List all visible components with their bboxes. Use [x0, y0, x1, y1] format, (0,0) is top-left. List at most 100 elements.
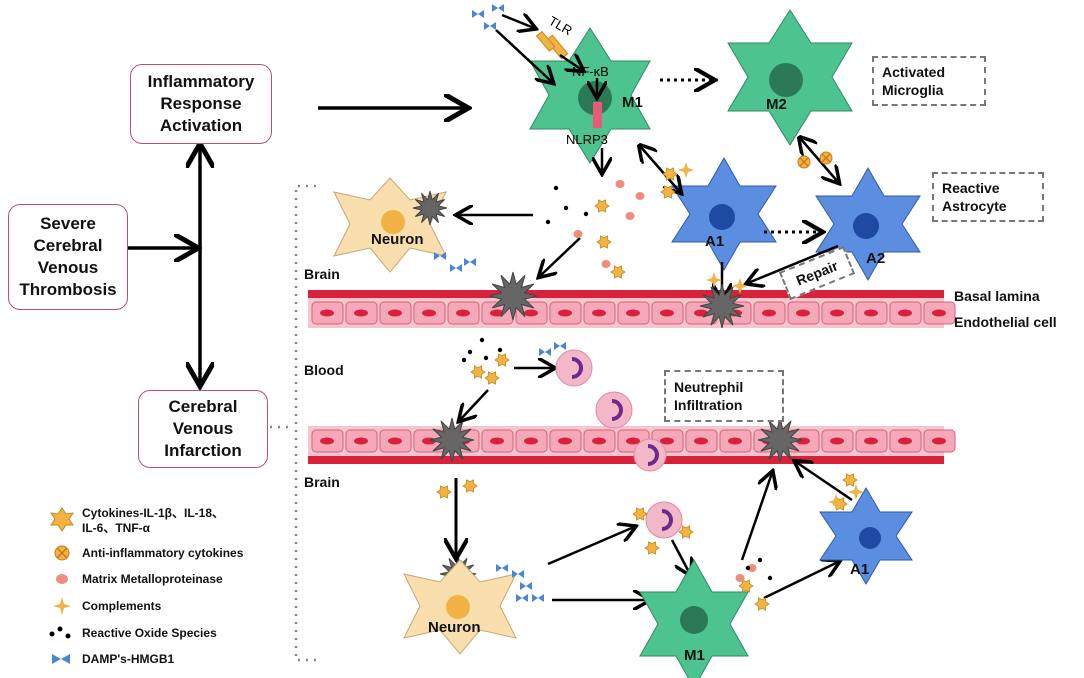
endothelial-nucleus: [320, 437, 334, 445]
ros-dot: [553, 185, 559, 191]
damage-bursts: [412, 190, 803, 593]
cytokine-star: [662, 167, 678, 181]
complement-sparkle: [828, 494, 844, 510]
a1-bottom-label: A1: [850, 561, 869, 578]
neutrophil-infiltration-box: Neutrephil Infiltration: [664, 370, 784, 422]
neutrophil-nucleus: [661, 509, 673, 531]
m1-bottom-label: M1: [684, 647, 705, 664]
endothelial-cell-label: Endothelial cell: [954, 314, 1057, 330]
arrow-neuron-to-neutrophil: [547, 527, 634, 566]
neutrophil-nucleus: [647, 444, 659, 466]
legend-damp: DAMP's-HMGB1: [82, 652, 175, 666]
damp-bowtie-icon: [52, 654, 70, 664]
brain-top-label: Brain: [304, 266, 340, 282]
legend-icons: [49, 507, 75, 664]
legend-anti-inflammatory: Anti-inflammatory cytokines: [82, 546, 244, 560]
endothelial-nucleus: [694, 309, 708, 317]
cytokine-star: [484, 371, 500, 385]
damp-bowtie: [532, 594, 544, 602]
neutrophil-nucleus: [571, 357, 583, 379]
severe-cvt-box: Severe Cerebral Venous Thrombosis: [8, 204, 128, 310]
inflammatory-response-box: Inflammatory Response Activation: [130, 64, 272, 144]
ros-dot: [757, 557, 763, 563]
mmp-dot: [747, 564, 757, 572]
complement-sparkle-icon: [53, 597, 71, 615]
ros-dot: [745, 565, 751, 571]
vessel-top: [308, 290, 956, 328]
arrow-damp-to-tlr: [501, 15, 534, 28]
cytokine-star: [610, 265, 626, 279]
endothelial-nucleus: [830, 437, 844, 445]
neutrophil-cell: [555, 349, 593, 387]
anti-inflammatory-icon: [54, 545, 70, 561]
neuron-bottom: Neuron: [403, 559, 517, 655]
damp-bowtie: [434, 252, 446, 260]
ros-dot: [467, 349, 473, 355]
endothelial-nucleus: [388, 437, 402, 445]
cytokine-star: [660, 185, 676, 199]
complement-sparkle: [678, 162, 694, 178]
endothelial-nucleus: [660, 437, 674, 445]
legend-mmp: Matrix Metalloproteinase: [82, 572, 223, 586]
legend-cytokines: Cytokines-IL-1β、IL-18、 IL-6、TNF-α: [82, 506, 225, 535]
ros-dot: [483, 355, 489, 361]
endothelial-nucleus: [354, 309, 368, 317]
endothelial-nucleus: [830, 309, 844, 317]
damp-bowtie: [539, 348, 551, 356]
endothelial-nucleus: [388, 309, 402, 317]
damage-burst: [412, 190, 448, 226]
neuron-top-label: Neuron: [371, 231, 424, 248]
endothelial-nucleus: [592, 309, 606, 317]
cytokine-star-icon: [49, 507, 75, 532]
ros-dot: [767, 575, 773, 581]
cytokine-star: [596, 235, 612, 249]
endothelial-nucleus: [762, 309, 776, 317]
endothelial-nucleus: [490, 437, 504, 445]
endothelial-nucleus: [524, 309, 538, 317]
neuron-top: Neuron: [333, 177, 447, 273]
tlr-label: TLR: [546, 13, 575, 38]
endothelial-nucleus: [524, 437, 538, 445]
damp-bowtie: [516, 594, 528, 602]
cytokine-star: [494, 353, 510, 367]
ros-dot: [563, 205, 569, 211]
vessel-bottom: [308, 426, 956, 464]
damp-bowtie: [496, 564, 508, 572]
legend-ros: Reactive Oxide Species: [82, 626, 217, 640]
astrocyte-a1-top: A1: [671, 156, 777, 272]
damp-bowtie: [484, 22, 496, 30]
arrow-a1-to-lower-barrier: [796, 462, 853, 502]
endothelial-nucleus: [422, 309, 436, 317]
damp-bowtie: [520, 582, 532, 590]
molecules-layer: [434, 4, 864, 611]
activated-microglia-box: Activated Microglia: [872, 56, 986, 106]
arrow-m1-to-lower-barrier: [740, 473, 772, 561]
brain-bottom-label: Brain: [304, 474, 340, 490]
damp-bowtie: [450, 264, 462, 272]
endothelial-nucleus: [796, 309, 810, 317]
neutrophil-cell: [633, 438, 667, 472]
neutrophil-cell: [595, 391, 633, 429]
cytokine-star: [644, 541, 660, 555]
endothelial-nucleus: [932, 309, 946, 317]
ros-dot: [461, 357, 467, 363]
astrocyte-a1-bottom: A1: [819, 487, 913, 585]
arrow-m1-to-a1-bottom: [763, 562, 838, 600]
endothelial-nucleus: [932, 437, 946, 445]
arrow-m1-a1-bidirectional: [640, 146, 680, 192]
endothelial-nucleus: [626, 309, 640, 317]
m2-label: M2: [766, 96, 787, 113]
reactive-astrocyte-box: Reactive Astrocyte: [932, 172, 1044, 222]
damage-burst: [757, 417, 803, 463]
cytokine-star: [632, 507, 648, 521]
a1-top-label: A1: [705, 233, 724, 250]
microglia-m2: M2: [727, 9, 853, 146]
endothelial-nucleus: [592, 437, 606, 445]
mmp-dot: [601, 260, 611, 268]
mmp-dot: [735, 574, 745, 582]
endothelial-cells-top: [311, 301, 956, 325]
mmp-dot: [573, 230, 583, 238]
endothelial-nucleus: [626, 437, 640, 445]
damp-bowtie: [554, 342, 566, 350]
